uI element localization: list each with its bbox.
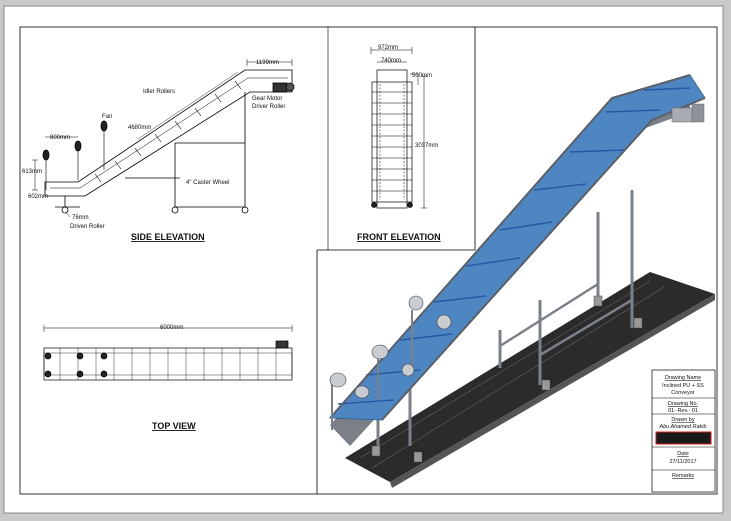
signature-redaction bbox=[655, 431, 712, 445]
front-elevation-labels: 972mm 740mm 500mm 3037mm FRONT ELEVATION bbox=[357, 45, 441, 242]
label-gear-motor: Gear Motor bbox=[252, 96, 282, 102]
title-block-name-label: Drawing Name bbox=[665, 375, 701, 381]
title-block-drawn-value: Abu Ahamed Rakib bbox=[658, 424, 706, 430]
dim-800: 800mm bbox=[50, 135, 70, 141]
title-side-elevation: SIDE ELEVATION bbox=[131, 232, 205, 242]
dim-500: 500mm bbox=[412, 73, 432, 79]
dim-602: 602mm bbox=[28, 194, 48, 200]
dim-6000: 6000mm bbox=[160, 325, 183, 331]
title-block-name-line1: Inclined PU + SS bbox=[662, 383, 704, 389]
dim-1199: 1199mm bbox=[256, 60, 279, 66]
title-block-date-value: 27/11/2017 bbox=[669, 459, 696, 465]
title-block-drawn-label: Drawn by bbox=[671, 417, 694, 423]
title-block-date-label: Date bbox=[677, 451, 689, 457]
top-view-labels: 6000mm TOP VIEW bbox=[152, 325, 196, 431]
side-elevation-labels: 1199mm Idler Rollers Fan 800mm 4680mm Ge… bbox=[22, 60, 285, 242]
title-top-view: TOP VIEW bbox=[152, 421, 196, 431]
dim-4680: 4680mm bbox=[128, 125, 151, 131]
dim-613: 613mm bbox=[22, 169, 42, 175]
label-fan: Fan bbox=[102, 114, 112, 120]
label-driven-roller: Driven Roller bbox=[70, 224, 105, 230]
dim-3037: 3037mm bbox=[415, 143, 438, 149]
title-block-no-value: 01- Rev.- 01 bbox=[668, 408, 698, 414]
top-view bbox=[43, 325, 293, 381]
label-driver-roller: Driver Roller bbox=[252, 104, 285, 110]
view-divider bbox=[316, 27, 476, 494]
side-elevation-view bbox=[32, 59, 295, 218]
title-front-elevation: FRONT ELEVATION bbox=[357, 232, 441, 242]
title-block-remarks-label: Remarks bbox=[672, 473, 694, 479]
label-idler-rollers: Idler Rollers bbox=[143, 89, 175, 95]
drawing-frame bbox=[19, 26, 718, 495]
label-caster-wheel: 4" Caster Wheel bbox=[186, 180, 229, 186]
title-block-no-label: Drawing No. bbox=[668, 401, 699, 407]
title-block: Drawing Name Inclined PU + SS Conveyor D… bbox=[651, 369, 716, 493]
dim-76: 76mm bbox=[72, 215, 89, 221]
front-elevation-view bbox=[370, 47, 427, 209]
dim-972: 972mm bbox=[378, 45, 398, 51]
dim-740: 740mm bbox=[381, 58, 401, 64]
title-block-name-line2: Conveyor bbox=[671, 390, 695, 396]
isometric-render bbox=[329, 74, 715, 488]
